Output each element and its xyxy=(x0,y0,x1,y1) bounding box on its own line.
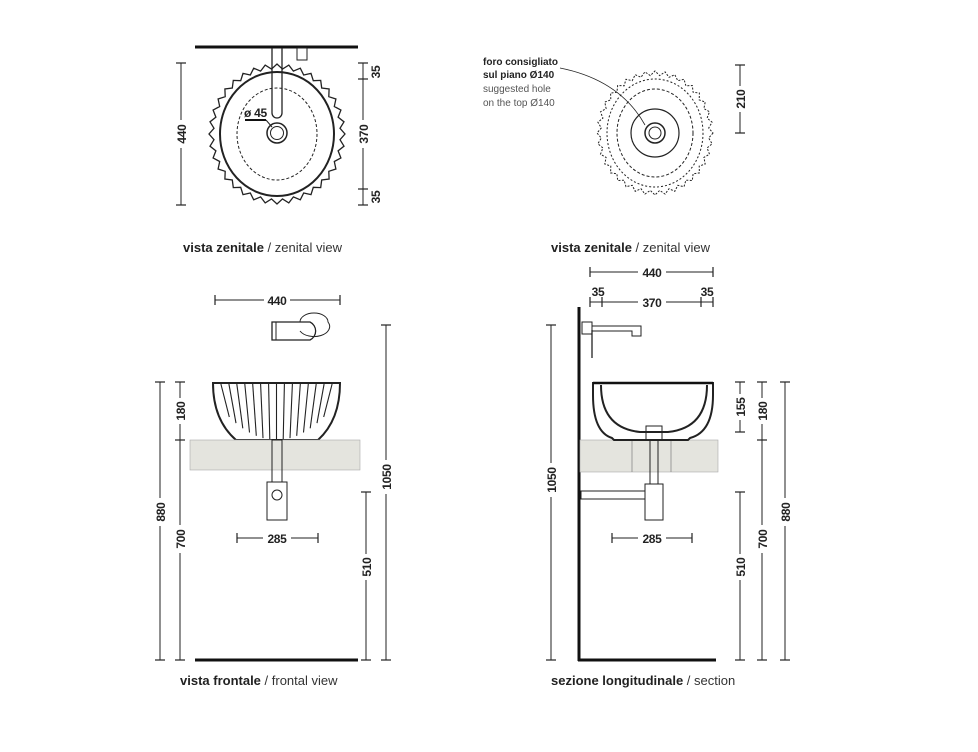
basin-rib xyxy=(252,383,257,436)
svg-text:440: 440 xyxy=(175,124,189,144)
dimension-s-180-700: 180 700 xyxy=(756,381,770,661)
basin-rib xyxy=(260,383,264,439)
caption-frontal-view: vista frontale / frontal view xyxy=(180,673,338,688)
dimension-f-440: 440 xyxy=(214,293,341,308)
svg-text:510: 510 xyxy=(360,557,374,577)
svg-text:180: 180 xyxy=(756,401,770,421)
dimension-210: 210 xyxy=(734,64,748,134)
dimension-f-285: 285 xyxy=(236,531,319,546)
svg-text:sul piano Ø140: sul piano Ø140 xyxy=(483,70,555,81)
dimension-s-35-370-35: 35 370 35 xyxy=(589,285,714,310)
svg-text:370: 370 xyxy=(642,296,662,310)
basin-rib xyxy=(309,383,317,429)
basin-rib xyxy=(268,383,271,440)
dimension-s-1050: 1050 xyxy=(545,324,559,661)
dimension-f-180-700: 180 700 xyxy=(174,381,188,661)
basin-rib xyxy=(236,383,244,429)
svg-text:880: 880 xyxy=(779,502,793,522)
serrated-rim xyxy=(208,63,346,205)
dimension-s-155-510: 155 510 xyxy=(734,381,748,661)
svg-text:35: 35 xyxy=(592,285,605,299)
basin-rib xyxy=(316,383,325,424)
zenital-view-hole xyxy=(559,67,714,196)
drain-diameter-label: ø 45 xyxy=(244,106,267,120)
svg-text:370: 370 xyxy=(357,124,371,144)
caption-zenital-view-2: vista zenitale / zenital view xyxy=(551,240,711,255)
basin-rib xyxy=(228,383,237,424)
hole-note: foro consigliato sul piano Ø140 suggeste… xyxy=(483,57,558,109)
zenital-view-basin: ø 45 xyxy=(195,45,358,205)
dimension-s-285: 285 xyxy=(611,531,693,546)
dimension-f-880: 880 xyxy=(154,381,168,661)
basin-rib xyxy=(323,383,333,418)
basin-rib xyxy=(244,383,251,433)
svg-text:1050: 1050 xyxy=(545,467,559,493)
dimension-s-880: 880 xyxy=(779,381,793,661)
svg-text:35: 35 xyxy=(369,190,383,203)
svg-text:440: 440 xyxy=(642,266,662,280)
svg-text:155: 155 xyxy=(734,397,748,417)
svg-text:880: 880 xyxy=(154,502,168,522)
caption-section: sezione longitudinale / section xyxy=(551,673,735,688)
svg-text:35: 35 xyxy=(701,285,714,299)
svg-text:on the top Ø140: on the top Ø140 xyxy=(483,98,555,109)
svg-text:285: 285 xyxy=(642,532,662,546)
drain-icon xyxy=(266,122,288,144)
dimension-s-440: 440 xyxy=(589,265,714,280)
svg-text:35: 35 xyxy=(369,65,383,78)
svg-text:suggested hole: suggested hole xyxy=(483,84,551,95)
svg-text:210: 210 xyxy=(734,89,748,109)
basin-rib xyxy=(289,383,293,439)
dimension-35-370-35: 35 370 35 xyxy=(357,62,383,206)
dimension-f-1050: 1050 xyxy=(380,324,394,661)
basin-rib xyxy=(282,383,285,440)
dimension-440-vertical: 440 xyxy=(175,62,189,206)
caption-zenital-view-1: vista zenitale / zenital view xyxy=(183,240,343,255)
basin-rib xyxy=(296,383,301,436)
dimension-f-510: 510 xyxy=(360,491,374,661)
svg-text:285: 285 xyxy=(267,532,287,546)
basin-rib xyxy=(302,383,309,433)
svg-text:180: 180 xyxy=(174,401,188,421)
svg-text:700: 700 xyxy=(174,529,188,549)
basin-rib xyxy=(220,383,230,418)
frontal-view xyxy=(189,312,361,662)
section-view xyxy=(577,307,719,662)
svg-text:510: 510 xyxy=(734,557,748,577)
svg-text:700: 700 xyxy=(756,529,770,549)
svg-text:foro consigliato: foro consigliato xyxy=(483,57,558,68)
svg-text:440: 440 xyxy=(267,294,287,308)
svg-text:1050: 1050 xyxy=(380,464,394,490)
